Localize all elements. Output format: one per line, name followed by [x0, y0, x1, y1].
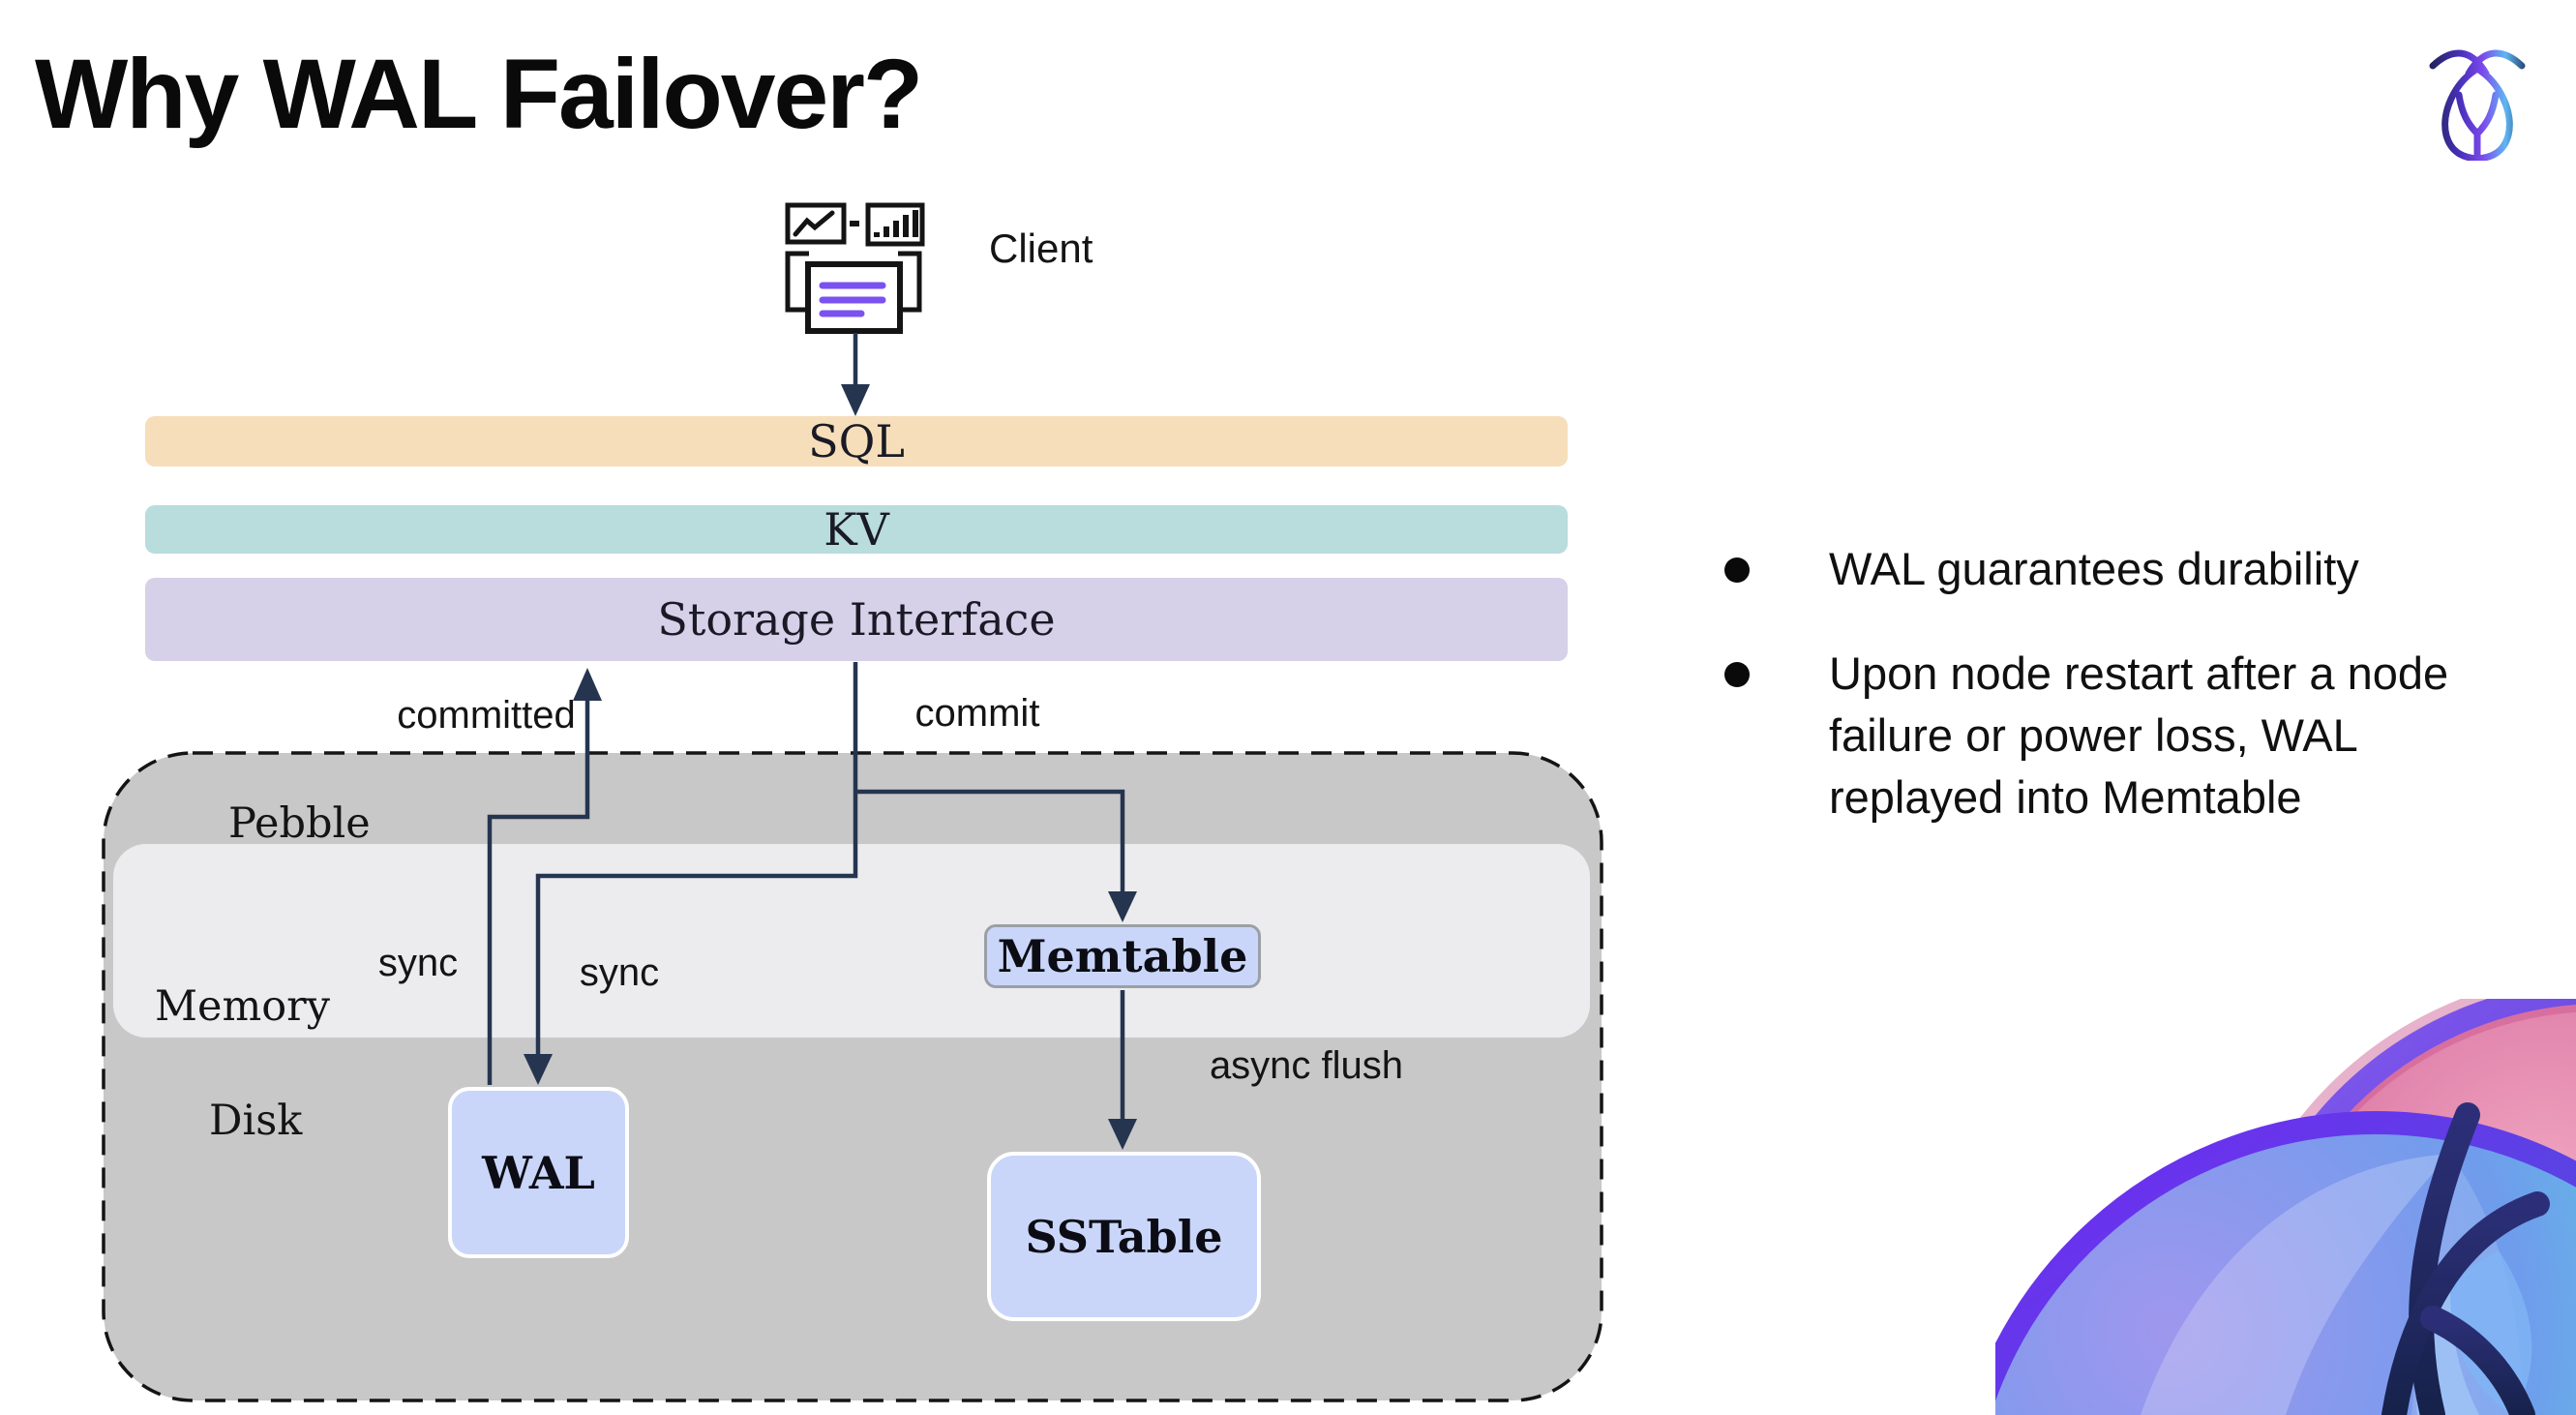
layer-storage-interface: Storage Interface: [145, 578, 1568, 661]
pebble-label: Pebble: [228, 799, 371, 848]
layer-kv: KV: [145, 503, 1568, 556]
cockroachdb-logo-icon: [2429, 49, 2526, 161]
committed-label: committed: [397, 694, 576, 737]
async-flush-label: async flush: [1209, 1044, 1404, 1087]
bullet-dot: [1724, 662, 1750, 687]
brand-artwork: [1995, 999, 2576, 1415]
sync-label-left: sync: [377, 942, 459, 984]
commit-label: commit: [914, 692, 1040, 735]
client-icon: [785, 202, 925, 334]
page-title: Why WAL Failover?: [35, 39, 923, 149]
client-label: Client: [989, 226, 1093, 271]
disk-label: Disk: [209, 1097, 303, 1145]
memory-label: Memory: [155, 982, 330, 1031]
bullet-text: Upon node restart after a node failure o…: [1829, 647, 2449, 823]
sstable-box: SSTable: [987, 1152, 1261, 1321]
layer-sql: SQL: [145, 415, 1568, 467]
bullet-list: WAL guarantees durability Upon node rest…: [1724, 538, 2499, 871]
list-item: WAL guarantees durability: [1724, 538, 2499, 600]
bullet-text: WAL guarantees durability: [1829, 543, 2359, 594]
sync-label-right: sync: [579, 951, 660, 994]
list-item: Upon node restart after a node failure o…: [1724, 643, 2499, 828]
memtable-box: Memtable: [984, 924, 1261, 988]
bullet-dot: [1724, 557, 1750, 583]
wal-box: WAL: [448, 1087, 629, 1258]
